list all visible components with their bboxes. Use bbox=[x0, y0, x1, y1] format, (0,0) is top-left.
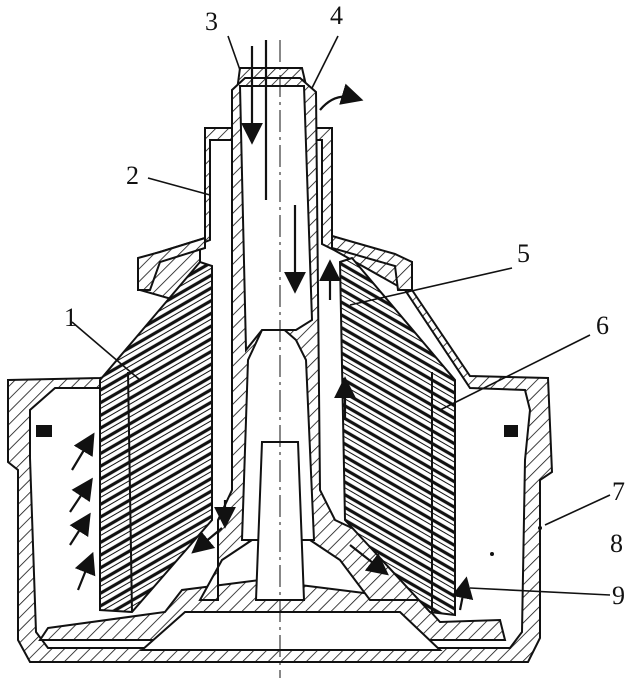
wall-point bbox=[538, 526, 542, 530]
label-2: 2 bbox=[126, 161, 139, 190]
seal-right bbox=[504, 425, 518, 437]
label-8: 8 bbox=[610, 529, 623, 558]
disc-stack-left bbox=[99, 260, 213, 614]
label-9: 9 bbox=[612, 581, 625, 610]
label-3: 3 bbox=[205, 7, 218, 36]
label-1: 1 bbox=[64, 303, 77, 332]
label-4: 4 bbox=[330, 1, 343, 30]
label-7: 7 bbox=[612, 477, 625, 506]
seal-left bbox=[36, 425, 52, 437]
cover-flanges bbox=[36, 234, 518, 437]
leader-lines bbox=[71, 35, 611, 596]
chamber-point bbox=[490, 552, 494, 556]
disc-stack-right bbox=[338, 256, 456, 617]
label-6: 6 bbox=[596, 311, 609, 340]
part-labels: 3 4 2 5 1 6 7 8 9 bbox=[64, 1, 625, 610]
label-5: 5 bbox=[517, 239, 530, 268]
flow-arrows bbox=[69, 40, 474, 611]
